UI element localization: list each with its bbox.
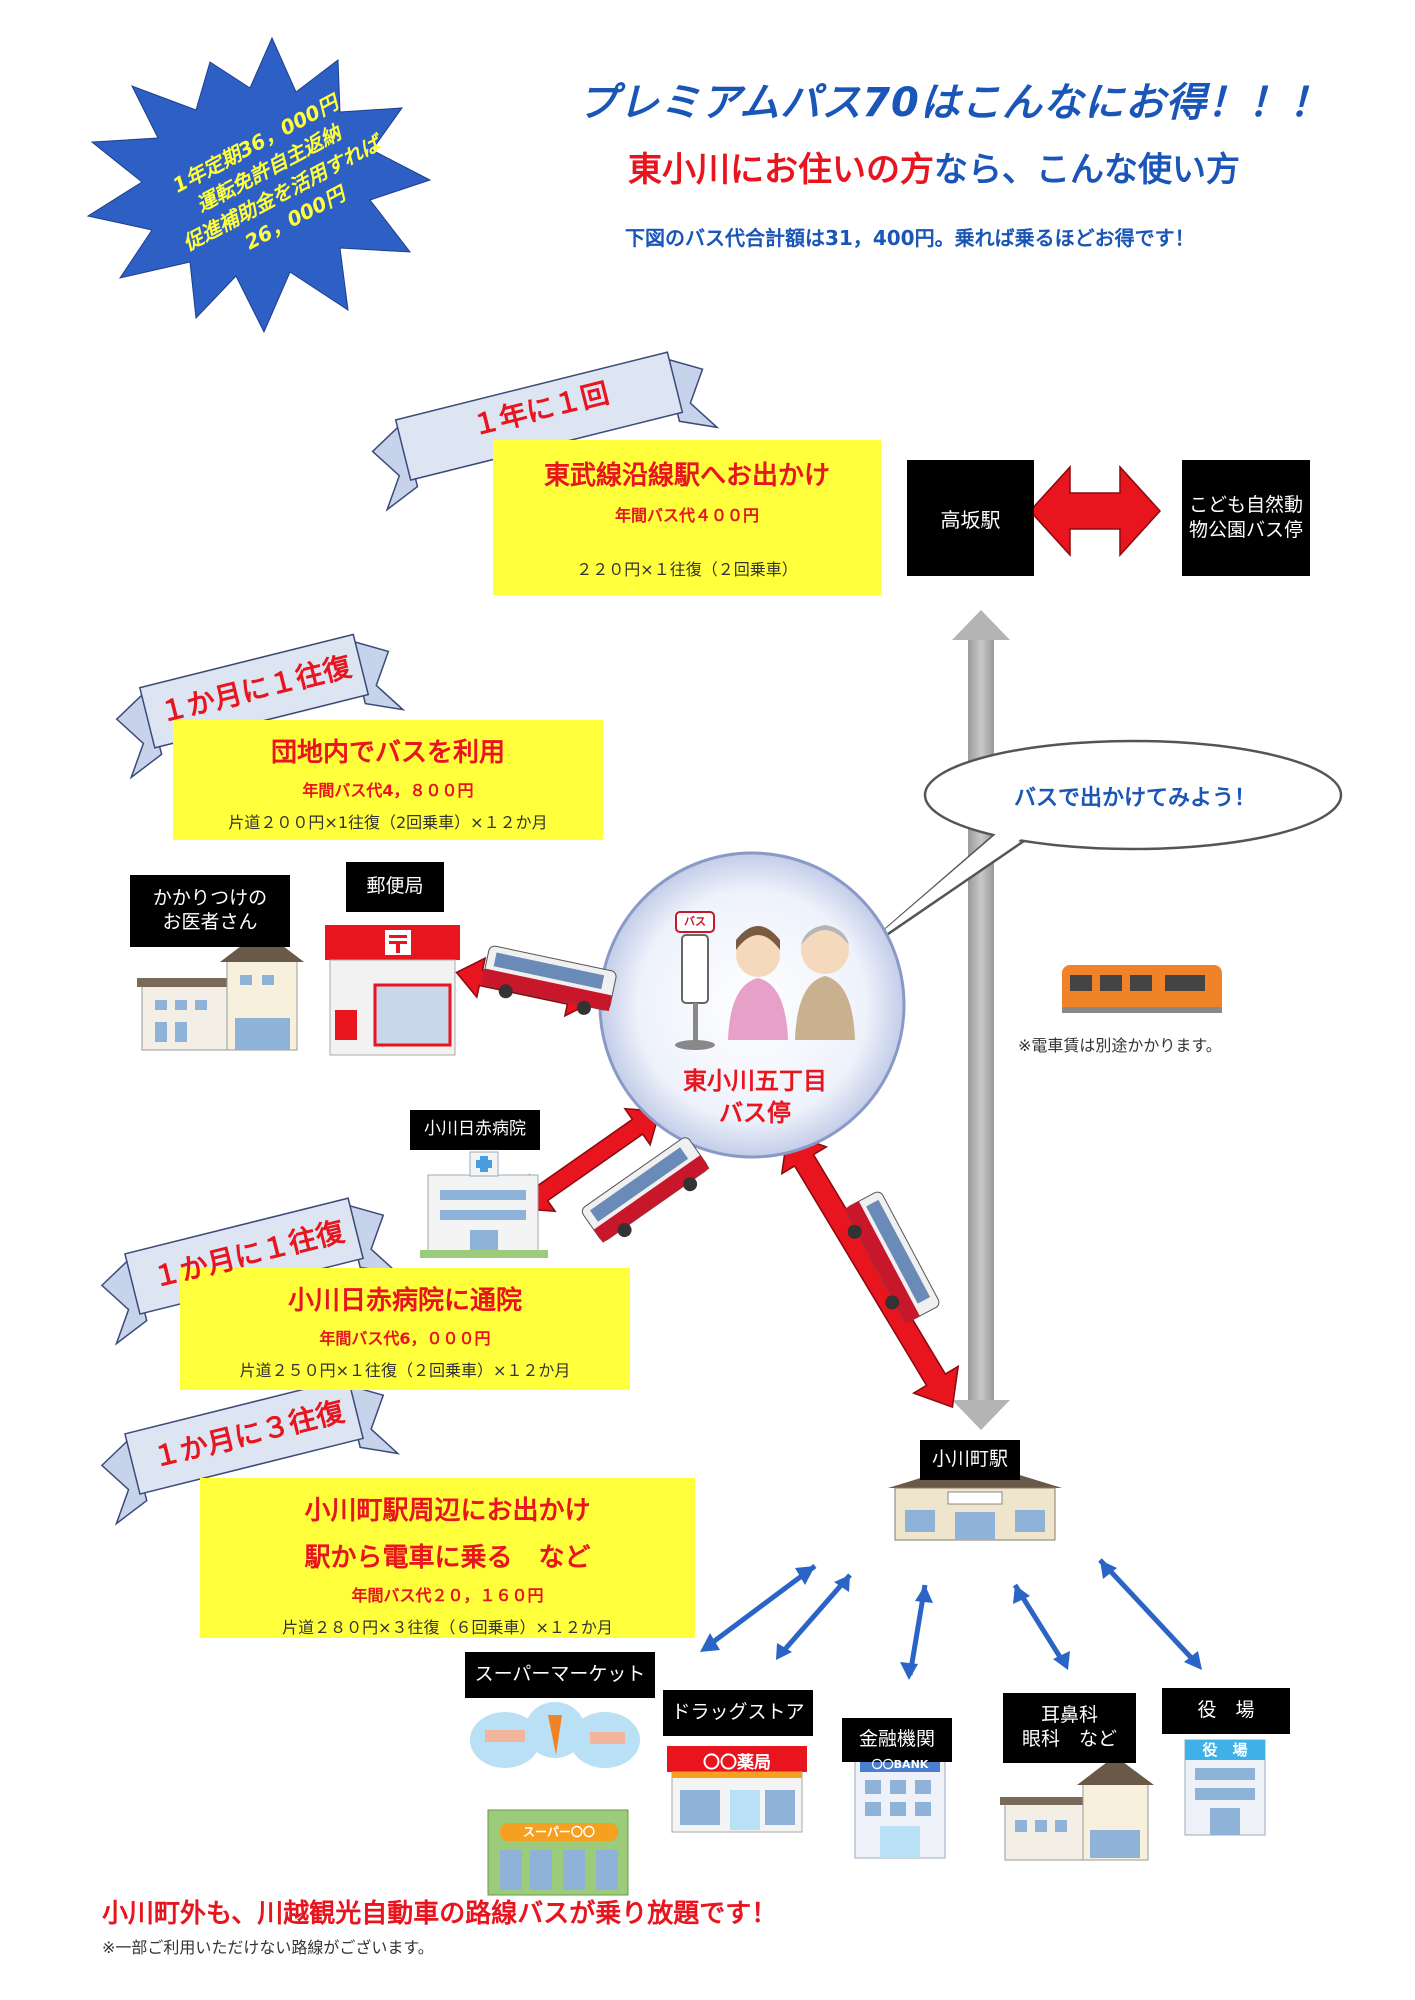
label-doctor-line2: お医者さん — [162, 911, 258, 933]
bank-sign: 〇〇BANK — [871, 1758, 929, 1771]
box-tobu: 東武線沿線駅へお出かけ 年間バス代４００円 ２２０円×１往復（２回乗車） — [493, 440, 881, 595]
footer-part3: です！ — [699, 1899, 778, 1929]
label-supermarket: スーパーマーケット — [465, 1652, 655, 1698]
label-bank: 金融機関 — [842, 1718, 952, 1762]
box-station-title-2: 駅から電車に乗る など — [304, 1543, 591, 1573]
bus-stop-pole-icon — [675, 911, 715, 1050]
label-hospital: 小川日赤病院 — [410, 1110, 540, 1150]
subtitle-rest: なら、こんな使い方 — [934, 150, 1240, 190]
label-ent-line2: 眼科 など — [1021, 1728, 1117, 1750]
gray-vertical-arrow — [952, 610, 1010, 1430]
label-townhall: 役 場 — [1162, 1688, 1290, 1734]
train-note: ※電車賃は別途かかります。 — [1018, 1036, 1222, 1055]
box-danchi: 団地内でバスを利用 年間バス代4，８００円 片道２００円×1往復（2回乗車）×１… — [173, 720, 603, 840]
ogawa-station-building-icon — [888, 1472, 1062, 1541]
box-hospital-title: 小川日赤病院に通院 — [287, 1286, 522, 1316]
starburst-shape — [86, 36, 432, 334]
box-danchi-cost: 年間バス代4，８００円 — [302, 781, 474, 800]
bus-stop-name-line2: バス停 — [719, 1099, 791, 1127]
box-hospital-detail: 片道２５０円×１往復（２回乗車）×１２か月 — [239, 1361, 571, 1380]
footer-part1: 小川町外も、川越観光自動車の路線バスが — [102, 1899, 596, 1929]
page-title: プレミアムパス70はこんなにお得！！！ — [578, 80, 1330, 126]
speech-bubble-shape — [849, 739, 1343, 962]
ribbon-monthly-1 — [115, 633, 406, 780]
footer-part2: 乗り放題 — [595, 1899, 700, 1929]
post-office-icon — [325, 925, 460, 1056]
hospital-building-icon — [420, 1151, 548, 1258]
label-ent-line1: 耳鼻科 — [1040, 1704, 1098, 1727]
label-doctor: かかりつけの お医者さん — [130, 875, 290, 947]
elderly-man-icon — [795, 925, 855, 1040]
elderly-woman-icon — [728, 926, 788, 1040]
bus-icon-2 — [581, 1137, 710, 1243]
box-tobu-title: 東武線沿線駅へお出かけ — [543, 461, 830, 491]
label-ogawa-station: 小川町駅 — [920, 1440, 1020, 1480]
box-tobu-cost: 年間バス代４００円 — [614, 506, 759, 525]
subtitle-highlight: 東小川にお住いの方 — [628, 150, 934, 190]
page-note: 下図のバス代合計額は31，400円。乗れば乗るほどお得です！ — [625, 226, 1195, 250]
label-ent-clinic: 耳鼻科 眼科 など — [1003, 1693, 1136, 1763]
speech-bubble-text: バスで出かけてみよう！ — [1013, 786, 1256, 811]
blue-arrowheads — [700, 1560, 1202, 1680]
footer-note: ※一部ご利用いただけない路線がございます。 — [102, 1938, 434, 1957]
supermarket-sign: スーパー〇〇 — [523, 1825, 595, 1839]
bus-stop-name-line1: 東小川五丁目 — [683, 1067, 827, 1095]
box-station-cost: 年間バス代２０，１６０円 — [351, 1586, 544, 1605]
box-station-detail: 片道２８０円×３往復（６回乗車）×１２か月 — [282, 1618, 613, 1637]
bus-stop-name: 東小川五丁目 バス停 — [655, 1065, 855, 1129]
label-doctor-line1: かかりつけの — [152, 887, 268, 910]
drugstore-sign: 〇〇薬局 — [703, 1753, 771, 1773]
label-takasaka: 高坂駅 — [907, 460, 1034, 576]
label-kodomo: こども自然動 物公園バス停 — [1182, 460, 1310, 576]
page-subtitle: 東小川にお住いの方なら、こんな使い方 — [628, 142, 1240, 191]
bus-icon-1 — [481, 945, 617, 1015]
footer-line: 小川町外も、川越観光自動車の路線バスが乗り放題です！ — [102, 1893, 777, 1930]
box-tobu-detail: ２２０円×１往復（２回乗車） — [576, 560, 798, 579]
clinic-building-icon — [137, 930, 304, 1051]
ribbon-yearly — [371, 351, 720, 512]
box-danchi-title: 団地内でバスを利用 — [270, 738, 505, 768]
box-station-title-1: 小川町駅周辺にお出かけ — [304, 1496, 591, 1526]
townhall-building-icon — [1184, 1739, 1266, 1836]
box-hospital-cost: 年間バス代6，０００円 — [319, 1329, 491, 1348]
box-hospital: 小川日赤病院に通院 年間バス代6，０００円 片道２５０円×１往復（２回乗車）×１… — [180, 1268, 630, 1390]
label-drugstore: ドラッグストア — [663, 1690, 813, 1736]
drugstore-building-icon — [667, 1746, 807, 1833]
ent-clinic-building-icon — [1000, 1756, 1154, 1861]
red-arrow-station — [780, 1131, 960, 1409]
label-kodomo-line1: こども自然動 — [1188, 494, 1303, 517]
red-double-arrow-stations — [1028, 465, 1162, 557]
supermarket-building-icon — [470, 1702, 640, 1896]
ribbon-monthly-3 — [100, 1377, 401, 1526]
train-icon — [1062, 965, 1222, 1013]
bus-icon-3 — [844, 1191, 940, 1324]
label-kodomo-line2: 物公園バス停 — [1188, 519, 1303, 541]
townhall-sign: 役 場 — [1202, 1741, 1248, 1759]
box-danchi-detail: 片道２００円×1往復（2回乗車）×１２か月 — [228, 813, 548, 832]
bus-stop-sign-text: バス — [684, 915, 706, 928]
box-station: 小川町駅周辺にお出かけ 駅から電車に乗る など 年間バス代２０，１６０円 片道２… — [200, 1478, 695, 1638]
label-post: 郵便局 — [346, 862, 444, 912]
